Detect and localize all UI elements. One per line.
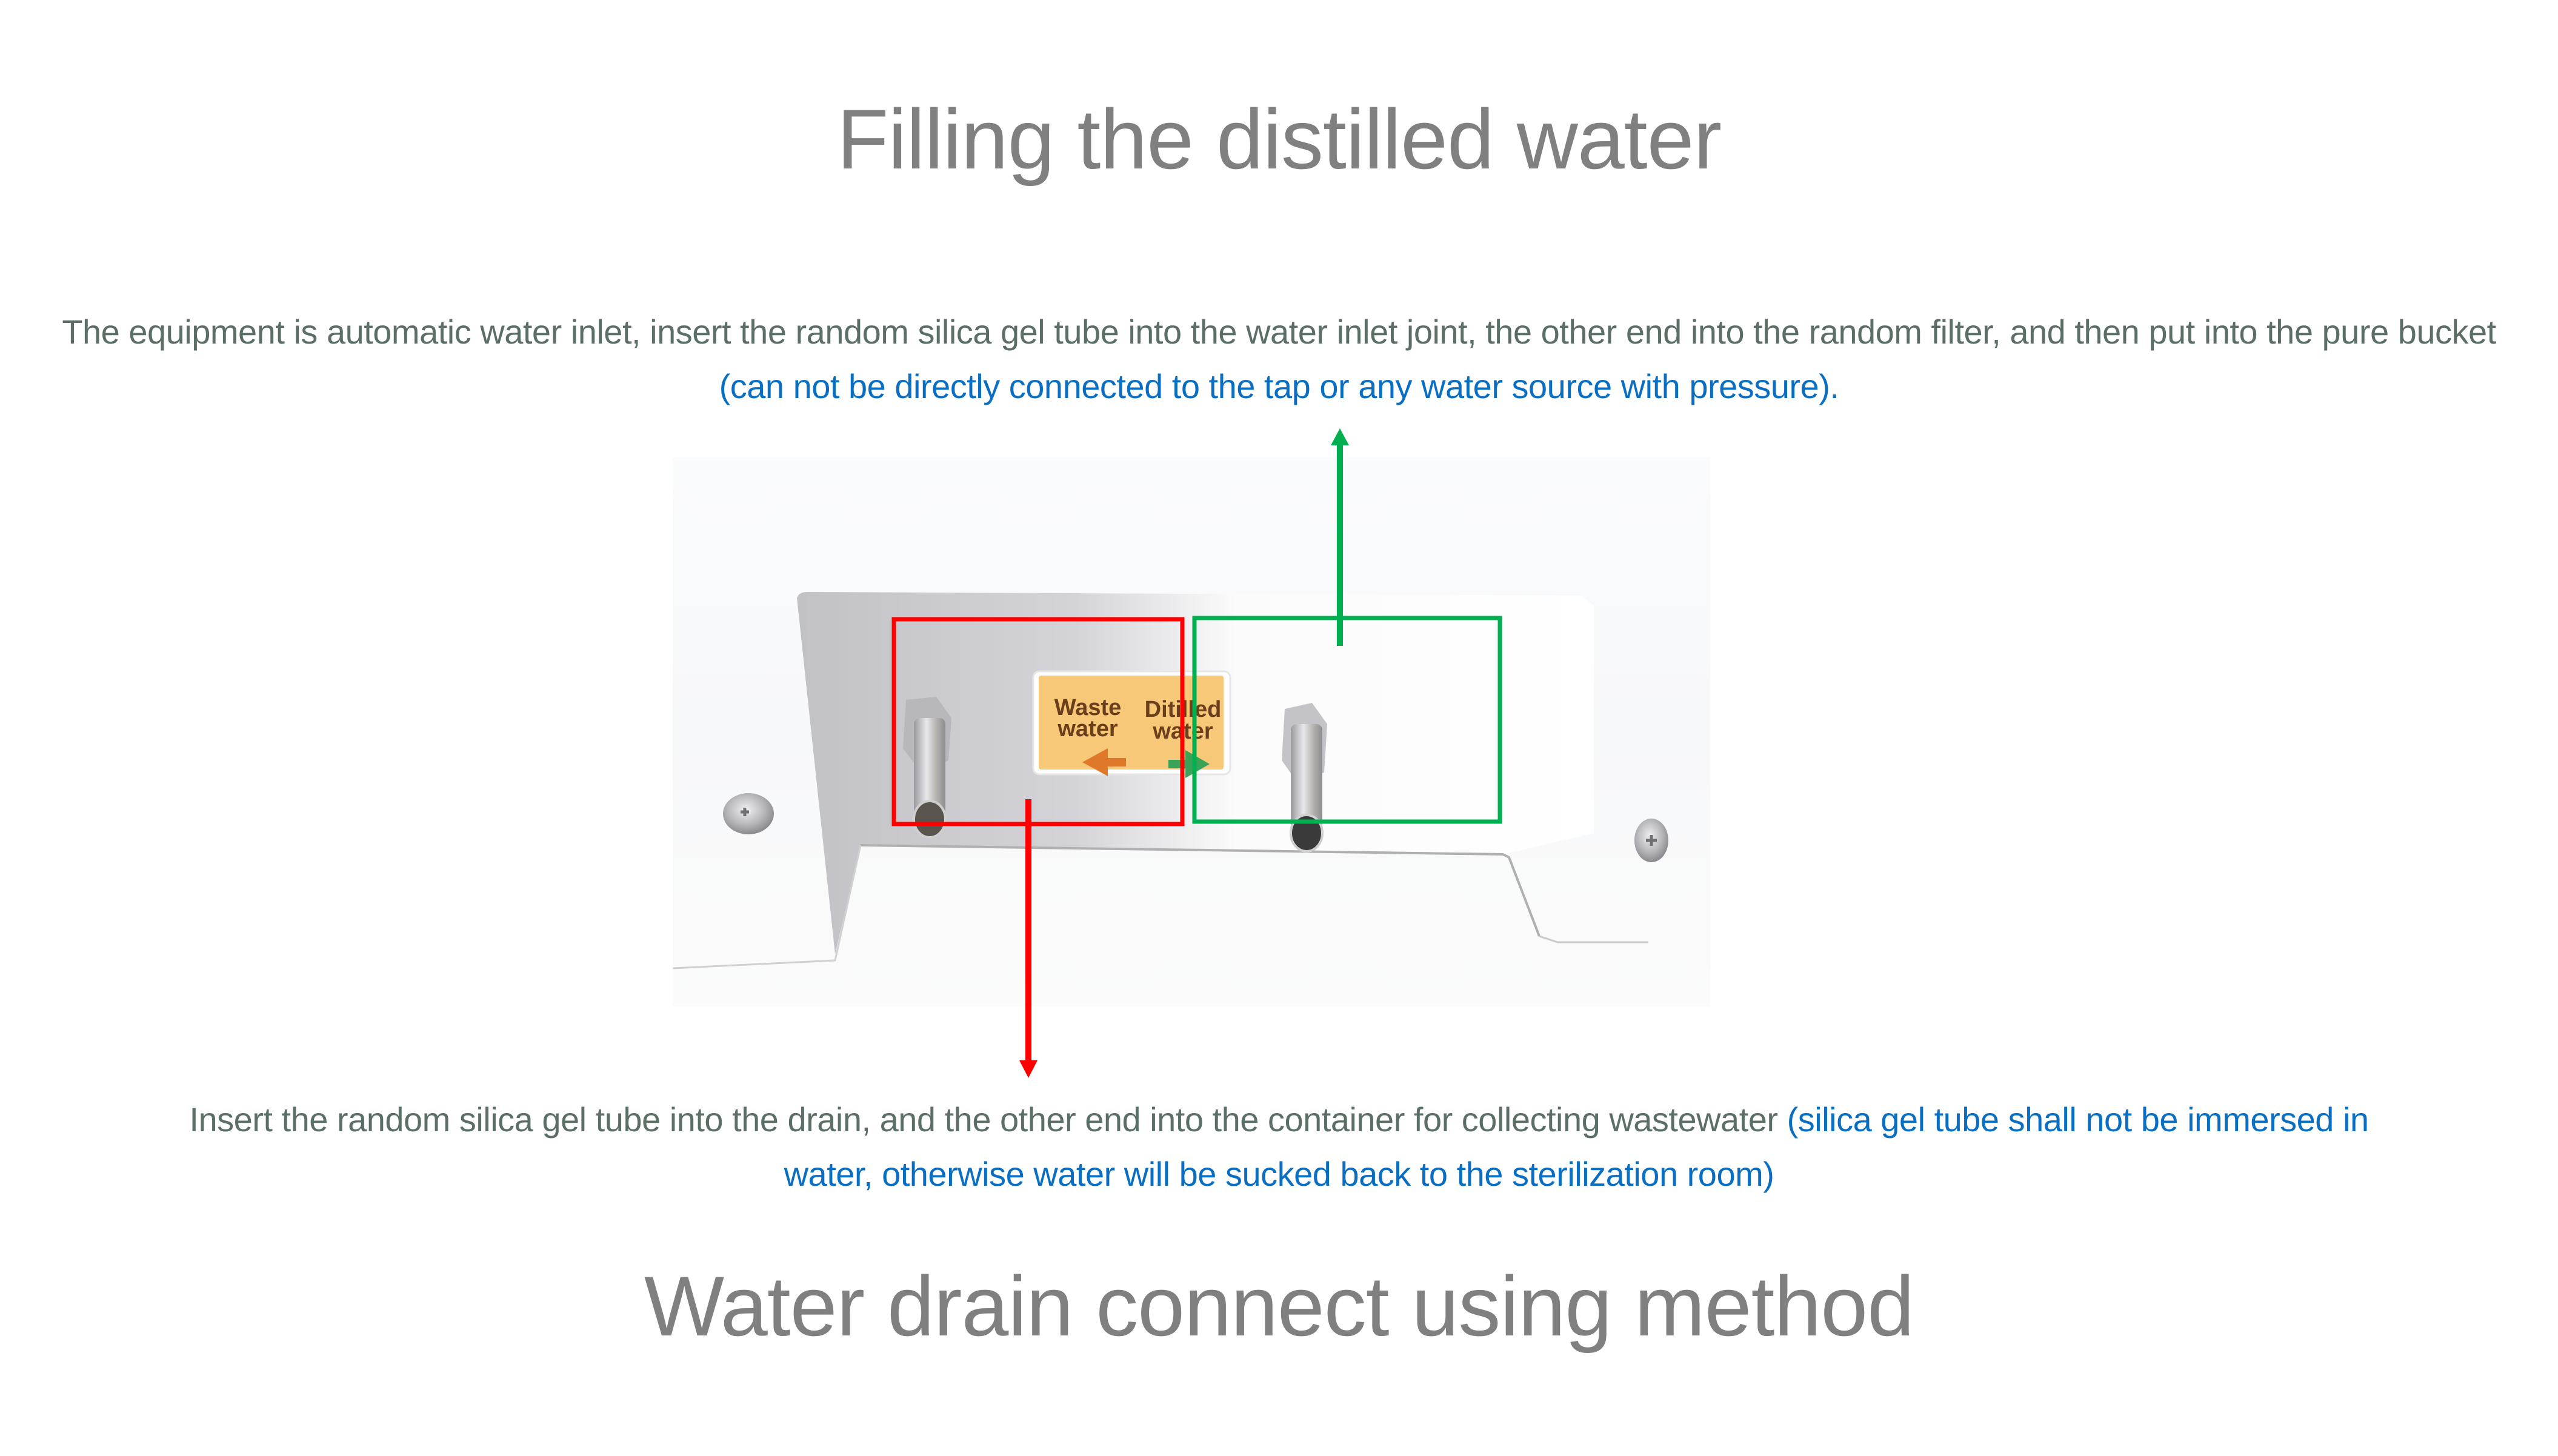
section-title-drain: Water drain connect using method bbox=[644, 1258, 1914, 1354]
inlet-warning-note: (can not be directly connected to the ta… bbox=[719, 367, 1839, 405]
drain-warning-note-line2: water, otherwise water will be sucked ba… bbox=[784, 1155, 1774, 1193]
distilled-arrow-right-icon bbox=[1168, 750, 1210, 778]
drain-instructions-text: Insert the random silica gel tube into t… bbox=[189, 1100, 1787, 1139]
drain-warning-note-line1: (silica gel tube shall not be immersed i… bbox=[1787, 1100, 2369, 1139]
device-connector-photo: Waste water Ditilled water bbox=[673, 457, 1710, 1006]
sticker-waste-line2: water bbox=[1057, 716, 1117, 742]
screw-left bbox=[723, 793, 774, 834]
inlet-instructions: The equipment is automatic water inlet, … bbox=[0, 305, 2558, 414]
connector-panel-illustration: Waste water Ditilled water bbox=[673, 592, 1668, 969]
section-title-filling: Filling the distilled water bbox=[836, 91, 1722, 187]
drain-instructions: Insert the random silica gel tube into t… bbox=[0, 1092, 2558, 1202]
inlet-instructions-text: The equipment is automatic water inlet, … bbox=[62, 313, 2496, 351]
sticker-distilled-line2: water bbox=[1152, 719, 1213, 744]
